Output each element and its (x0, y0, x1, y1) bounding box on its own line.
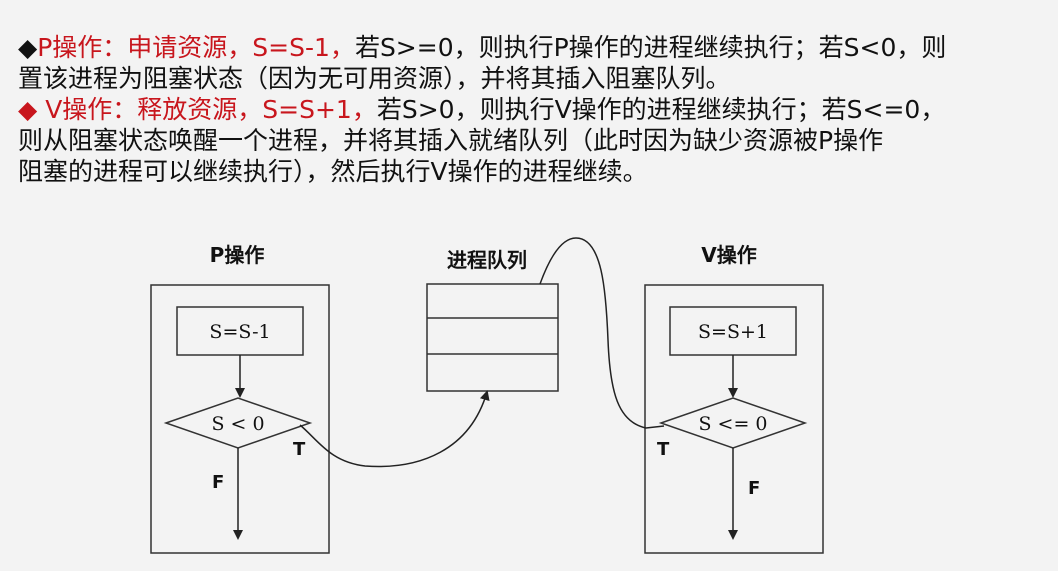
v-decision-label: S <= 0 (698, 413, 767, 435)
v-false-label: F (748, 478, 760, 499)
p-bullet-icon: ◆ (18, 33, 38, 62)
v-bullet-icon: ◆ (18, 95, 46, 124)
queue-title: 进程队列 (447, 248, 527, 272)
v-decision-diamond (658, 397, 808, 449)
v-line-2: 则从阻塞状态唤醒一个进程，并将其插入就绪队列（此时因为缺少资源被P操作 (18, 126, 884, 155)
v-line-1: ◆ V操作：释放资源，S=S+1，若S>0，则执行V操作的进程继续执行；若S<=… (18, 94, 1054, 125)
v-rest: 若S>0，则执行V操作的进程继续执行；若S<=0， (376, 95, 946, 124)
v-title: V操作 (701, 243, 756, 267)
p-true-label: T (293, 439, 306, 460)
p-line-1: ◆P操作：申请资源，S=S-1，若S>=0，则执行P操作的进程继续执行；若S<0… (18, 32, 1054, 63)
v-highlight: V操作：释放资源，S=S+1， (45, 95, 377, 124)
v-frame (644, 284, 824, 554)
p-to-queue-curve (299, 390, 490, 468)
v-true-label: T (657, 439, 670, 460)
v-process-label: S=S+1 (698, 321, 768, 343)
p-decision-diamond (163, 397, 313, 449)
v-line-3: 阻塞的进程可以继续执行），然后执行V操作的进程继续。 (18, 157, 648, 186)
queue-to-v-curve (539, 237, 665, 429)
p-line-2: 置该进程为阻塞状态（因为无可用资源），并将其插入阻塞队列。 (18, 64, 731, 93)
p-rest: 若S>=0，则执行P操作的进程继续执行；若S<0，则 (354, 33, 947, 62)
process-queue (426, 283, 559, 392)
p-highlight: P操作：申请资源，S=S-1， (37, 33, 355, 62)
p-frame (150, 284, 330, 554)
p-false-label: F (212, 472, 224, 493)
p-decision-label: S < 0 (211, 413, 264, 435)
p-process-label: S=S-1 (209, 321, 270, 343)
p-title: P操作 (210, 243, 265, 267)
description-text: ◆P操作：申请资源，S=S-1，若S>=0，则执行P操作的进程继续执行；若S<0… (18, 32, 1054, 187)
